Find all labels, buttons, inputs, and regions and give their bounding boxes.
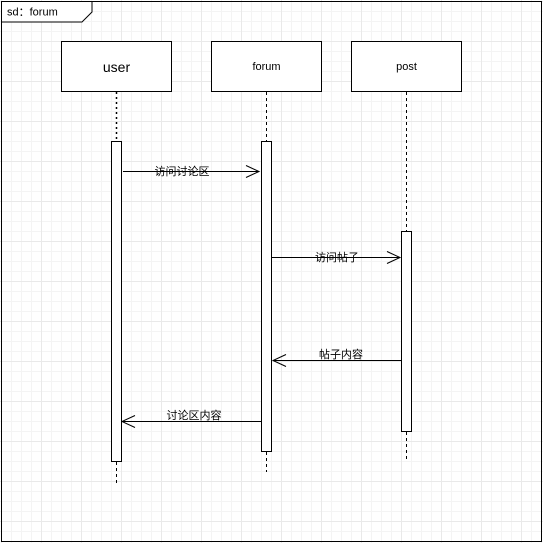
message-4-arrowhead [120,415,136,428]
message-1-label: 访问讨论区 [155,164,210,178]
message-4[interactable]: 讨论区内容 [120,408,261,428]
message-3-arrowhead [271,354,287,367]
lifeline-post-label: post [396,61,417,73]
message-3-label: 帖子内容 [319,347,363,361]
message-4-label: 讨论区内容 [167,408,222,422]
lifeline-post-box[interactable] [351,41,462,92]
message-1-arrowhead [245,165,261,178]
lifeline-user-label: user [103,59,131,75]
message-2[interactable]: 访问帖子 [272,251,402,264]
lifeline-forum[interactable]: forum [211,41,322,92]
message-1[interactable]: 访问讨论区 [123,164,261,178]
lifeline-forum-box[interactable] [211,41,322,92]
message-2-arrowhead [386,251,402,264]
message-2-label: 访问帖子 [315,251,359,264]
lifeline-forum-label: forum [252,61,280,73]
frame-label: sd：forum [7,7,58,19]
activation-user[interactable] [111,141,122,462]
frame-label-box [1,1,93,23]
activation-forum[interactable] [261,141,272,452]
lifeline-user[interactable]: user [61,41,172,92]
message-3[interactable]: 帖子内容 [271,347,401,367]
lifeline-user-box[interactable] [61,41,172,92]
lifeline-post[interactable]: post [351,41,462,92]
activation-post[interactable] [401,231,412,432]
